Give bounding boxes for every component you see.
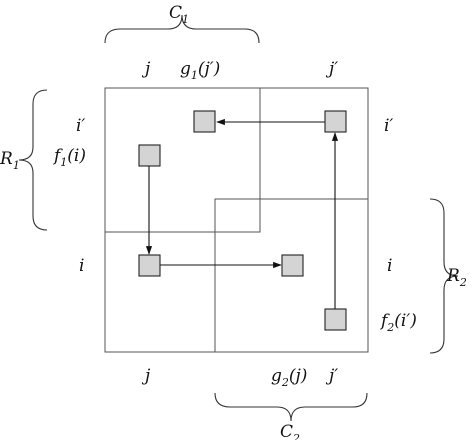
block-r2-c2 xyxy=(214,198,369,353)
label-r2: R2 xyxy=(446,266,467,289)
label-bottom-jprime: j′ xyxy=(325,366,338,386)
label-bottom-j: j xyxy=(141,366,151,386)
label-right-i: i xyxy=(387,256,392,276)
label-top-g1: g1(j′) xyxy=(180,59,220,82)
node-f1-i xyxy=(138,144,161,167)
label-top-j: j xyxy=(141,59,151,79)
label-c2: C2 xyxy=(280,422,300,440)
block-r1-c1 xyxy=(104,87,261,233)
brace-c1 xyxy=(104,14,260,44)
brace-r1 xyxy=(18,89,48,231)
label-bottom-g2: g2(j) xyxy=(271,366,307,389)
label-right-f2: f2(i′) xyxy=(379,311,417,334)
label-right-iprime: i′ xyxy=(384,116,393,136)
label-left-f1: f1(i) xyxy=(52,146,86,169)
label-c1: C1 xyxy=(169,3,189,26)
label-left-iprime: i′ xyxy=(76,116,85,136)
label-top-jprime: j′ xyxy=(325,59,338,79)
brace-c2 xyxy=(214,392,368,422)
node-i-j xyxy=(138,254,161,277)
node-i-g2 xyxy=(281,254,304,277)
label-r1: R1 xyxy=(0,149,20,172)
label-left-i: i xyxy=(79,256,84,276)
node-iprime-jprime xyxy=(324,110,347,133)
brace-r2 xyxy=(429,198,459,354)
node-f2-iprime xyxy=(324,308,347,331)
node-g1-jprime xyxy=(193,110,216,133)
